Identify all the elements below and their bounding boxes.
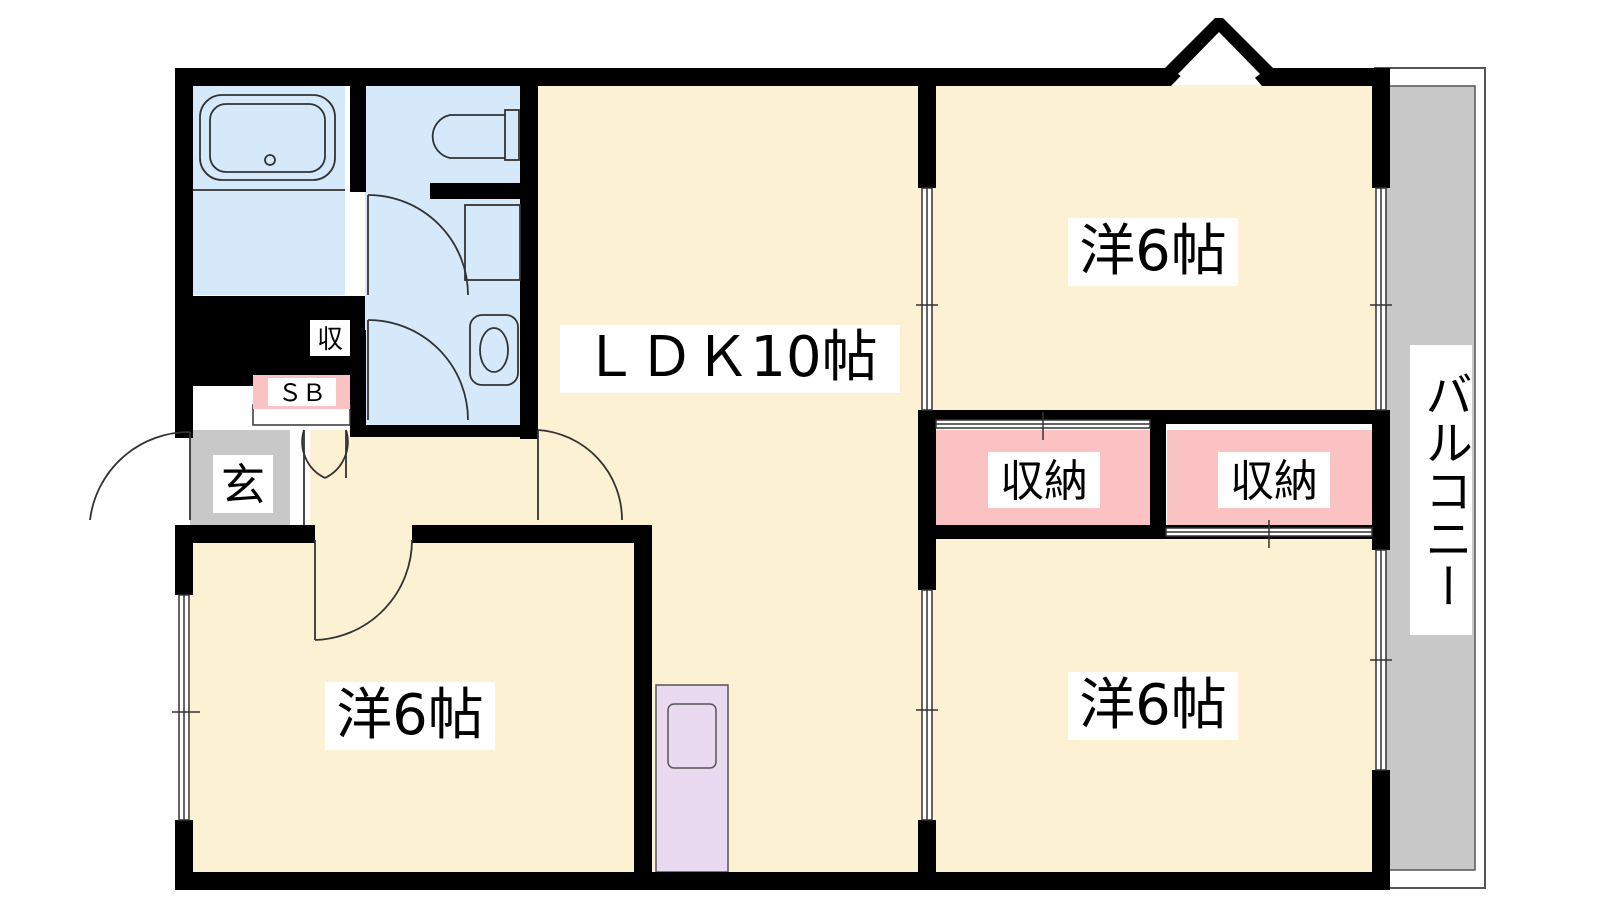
room-lower-left-label: 洋6帖 [336,683,484,748]
hallway-floor [310,430,528,537]
toilet [431,109,520,161]
small-storage-label: 収 [317,325,343,355]
walls [175,68,1390,890]
windows [172,187,1392,821]
washroom-floor [365,185,520,425]
room-upper-right-label: 洋6帖 [1079,219,1227,284]
bathtub [193,94,345,191]
storage-left-label: 収納 [1000,456,1088,507]
balcony-label: バルコニー [1416,370,1472,610]
storage-right-label: 収納 [1230,456,1318,507]
label-shoe-box: ＳＢ [253,375,350,409]
ldk-label: ＬＤＫ10帖 [582,325,877,390]
kitchen-counter [655,684,729,873]
label-entrance: 玄 [213,455,273,513]
label-room-lower-left: 洋6帖 [325,682,495,750]
label-small-storage: 収 [310,320,350,356]
washbasin [464,204,521,386]
label-storage-left: 収納 [988,452,1100,508]
shoe-box-label: ＳＢ [278,379,326,407]
label-storage-right: 収納 [1218,452,1330,508]
toilet-floor [365,85,520,185]
entrance-label: 玄 [221,460,265,511]
label-room-lower-right: 洋6帖 [1068,672,1238,740]
label-balcony: バルコニー [1410,345,1472,635]
label-ldk: ＬＤＫ10帖 [560,325,900,393]
storage-sliding-doors [935,412,1373,548]
label-room-upper-right: 洋6帖 [1068,218,1238,286]
bay-window [1165,18,1273,86]
room-lower-right-label: 洋6帖 [1079,673,1227,738]
